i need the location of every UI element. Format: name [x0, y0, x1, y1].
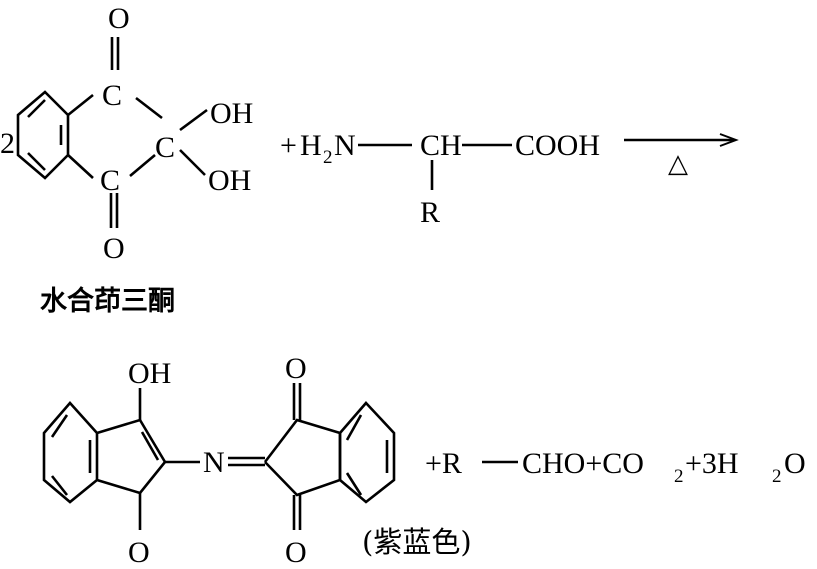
aromatic-bond — [50, 475, 69, 496]
bond — [179, 108, 208, 132]
atom-c-bottom: C — [100, 164, 120, 197]
hydroxyl-bottom: OH — [208, 164, 251, 197]
product-hydroxyl: OH — [128, 357, 171, 390]
ninhydrin-structure: 2 C C C OH OH O O 水合茚三酮 — [0, 2, 253, 317]
oxygen-bottom-left: O — [128, 536, 150, 569]
atom-c-top: C — [102, 79, 122, 112]
hydrogen-subscript: 2 — [323, 147, 333, 168]
oxygen-top: O — [108, 2, 130, 35]
nitrogen: N — [334, 129, 356, 162]
ch-group: CH — [420, 129, 462, 162]
benzene-ring-right — [338, 401, 396, 504]
ring-position-label: 2 — [0, 127, 15, 160]
hydroxyl-top: OH — [210, 97, 253, 130]
aromatic-bond — [27, 99, 46, 118]
plus-sign: + — [280, 129, 297, 162]
bond — [135, 96, 163, 120]
arrow-head-icon — [719, 133, 739, 147]
double-bond — [140, 431, 160, 461]
carboxyl-group: COOH — [515, 129, 600, 162]
oxygen-top-right: O — [285, 352, 307, 385]
bond — [67, 154, 94, 179]
aromatic-bond — [345, 472, 363, 496]
aromatic-bond — [50, 414, 69, 438]
water-oxygen: O — [784, 447, 806, 480]
ninhydrin-name: 水合茚三酮 — [40, 285, 175, 317]
byproduct-r: +R — [425, 447, 462, 480]
byproduct-water: +3H — [685, 447, 739, 480]
atom-c-center: C — [155, 131, 175, 164]
h2o-subscript: 2 — [772, 466, 782, 487]
oxygen-bottom: O — [103, 232, 125, 265]
byproducts: +R CHO+CO 2 +3H 2 O — [425, 447, 806, 487]
reaction-arrow: △ — [624, 133, 739, 178]
five-ring-right — [263, 418, 342, 497]
co2-subscript: 2 — [674, 466, 684, 487]
byproduct-cho-co2: CHO+CO — [522, 447, 644, 480]
aromatic-bond — [27, 152, 46, 171]
bond — [179, 149, 206, 176]
amino-acid-structure: + H 2 N CH COOH R — [280, 129, 600, 229]
r-group: R — [420, 196, 440, 229]
bond — [67, 93, 94, 117]
aromatic-bond — [345, 414, 363, 441]
oxygen-bottom-right: O — [285, 536, 307, 569]
heat-symbol: △ — [668, 149, 688, 178]
product-nitrogen: N — [203, 446, 225, 479]
bond — [129, 154, 156, 177]
hydrogen: H — [300, 129, 322, 162]
product-color-note: (紫蓝色) — [362, 525, 472, 559]
ruhemann-purple-structure: OH O N O O (紫蓝色) — [42, 352, 472, 569]
